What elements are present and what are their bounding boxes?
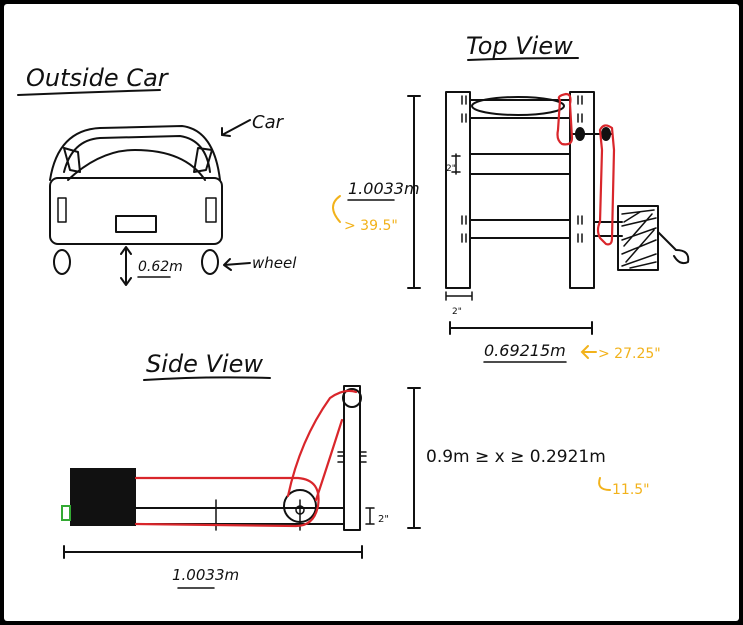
rope-top-loop [556, 92, 574, 146]
side-2in-dim [365, 507, 375, 525]
top-height-inch-label: > 39.5" [344, 218, 398, 234]
car-right-lamp [205, 197, 217, 223]
side-view-title: Side View [146, 350, 263, 378]
side-rope-upper [286, 389, 358, 502]
side-range-label: 0.9m ≥ x ≥ 0.2921m [426, 447, 606, 467]
frame-left-post [445, 91, 471, 289]
side-motor-crank [61, 505, 71, 521]
side-motor-block [70, 468, 136, 526]
clearance-arrows [120, 246, 132, 286]
side-length-label: 1.0033m [172, 566, 239, 584]
car-arrow [221, 119, 251, 136]
top-view-title: Top View [466, 32, 573, 60]
side-post-ticks [337, 451, 367, 463]
car-label: Car [252, 112, 285, 133]
side-rope-lower [134, 476, 320, 528]
wheel-label: wheel [252, 254, 297, 272]
top-width-label: 0.69215m [484, 341, 566, 360]
frame-right-post [569, 91, 595, 289]
car-left-wheel [53, 249, 71, 275]
car-license-plate [115, 215, 157, 233]
side-length-dim [63, 545, 363, 559]
rail-2in-label: 2" [446, 164, 456, 174]
outside-car-section: Outside Car Car 0.62m wheel [17, 64, 297, 286]
car-right-wheel [201, 249, 219, 275]
side-range-inch-arrow [598, 477, 611, 491]
side-vertical-post [343, 385, 361, 531]
car-left-lamp [57, 197, 67, 223]
diagram-svg: Outside Car Car 0.62m wheel [17, 32, 690, 589]
car-roof [49, 125, 221, 181]
frame-low-rail [469, 219, 571, 239]
frame-mid-rail [469, 153, 571, 175]
top-width-inch-arrow [580, 345, 597, 359]
top-height-label: 1.0033m [348, 179, 420, 198]
side-view-section: Side View 2" 0.9m ≥ x ≥ 0.2921m 11.5" 1.… [61, 350, 650, 589]
motor-box [617, 205, 659, 271]
side-top-pulley [342, 388, 362, 408]
top-width-dim [449, 321, 593, 335]
car-right-light [193, 147, 213, 173]
diagram-canvas: Outside Car Car 0.62m wheel [4, 4, 739, 621]
side-bottom-pulley-hub [295, 505, 305, 515]
post-2in-label: 2" [452, 307, 462, 317]
top-height-dim [407, 95, 421, 289]
motor-hatch [621, 209, 657, 269]
car-rear-window [67, 149, 206, 181]
car-rear-drawing [49, 125, 223, 275]
frame-roller [471, 96, 565, 116]
post-width-dim [445, 291, 473, 301]
top-view-underline [467, 57, 579, 61]
top-height-inch-arrow [332, 195, 341, 223]
outside-car-title: Outside Car [26, 64, 170, 92]
ground-clearance-label: 0.62m [138, 259, 183, 275]
car-rear-window-outer [63, 135, 211, 173]
side-2in-label: 2" [378, 514, 389, 525]
car-arrow-head [221, 127, 231, 137]
pulley-right-icon [601, 127, 611, 141]
pulley-left-icon [575, 127, 585, 141]
rope-motor-loop [596, 124, 616, 246]
car-body [49, 177, 223, 245]
top-width-inch-label: > 27.25" [598, 346, 661, 362]
top-view-section: Top View 2" 1.0033m > 39.5" 2" [332, 32, 690, 363]
side-range-inch-label: 11.5" [612, 482, 650, 498]
motor-crank [657, 231, 690, 265]
outside-car-underline [17, 89, 161, 96]
rail-thickness-dim [451, 153, 461, 175]
side-height-dim [407, 387, 421, 529]
wheel-arrow [223, 258, 251, 271]
side-bottom-pulley [283, 489, 317, 523]
car-left-light [63, 147, 81, 173]
frame-bolt-ticks [461, 95, 583, 243]
side-view-underline [143, 376, 271, 381]
